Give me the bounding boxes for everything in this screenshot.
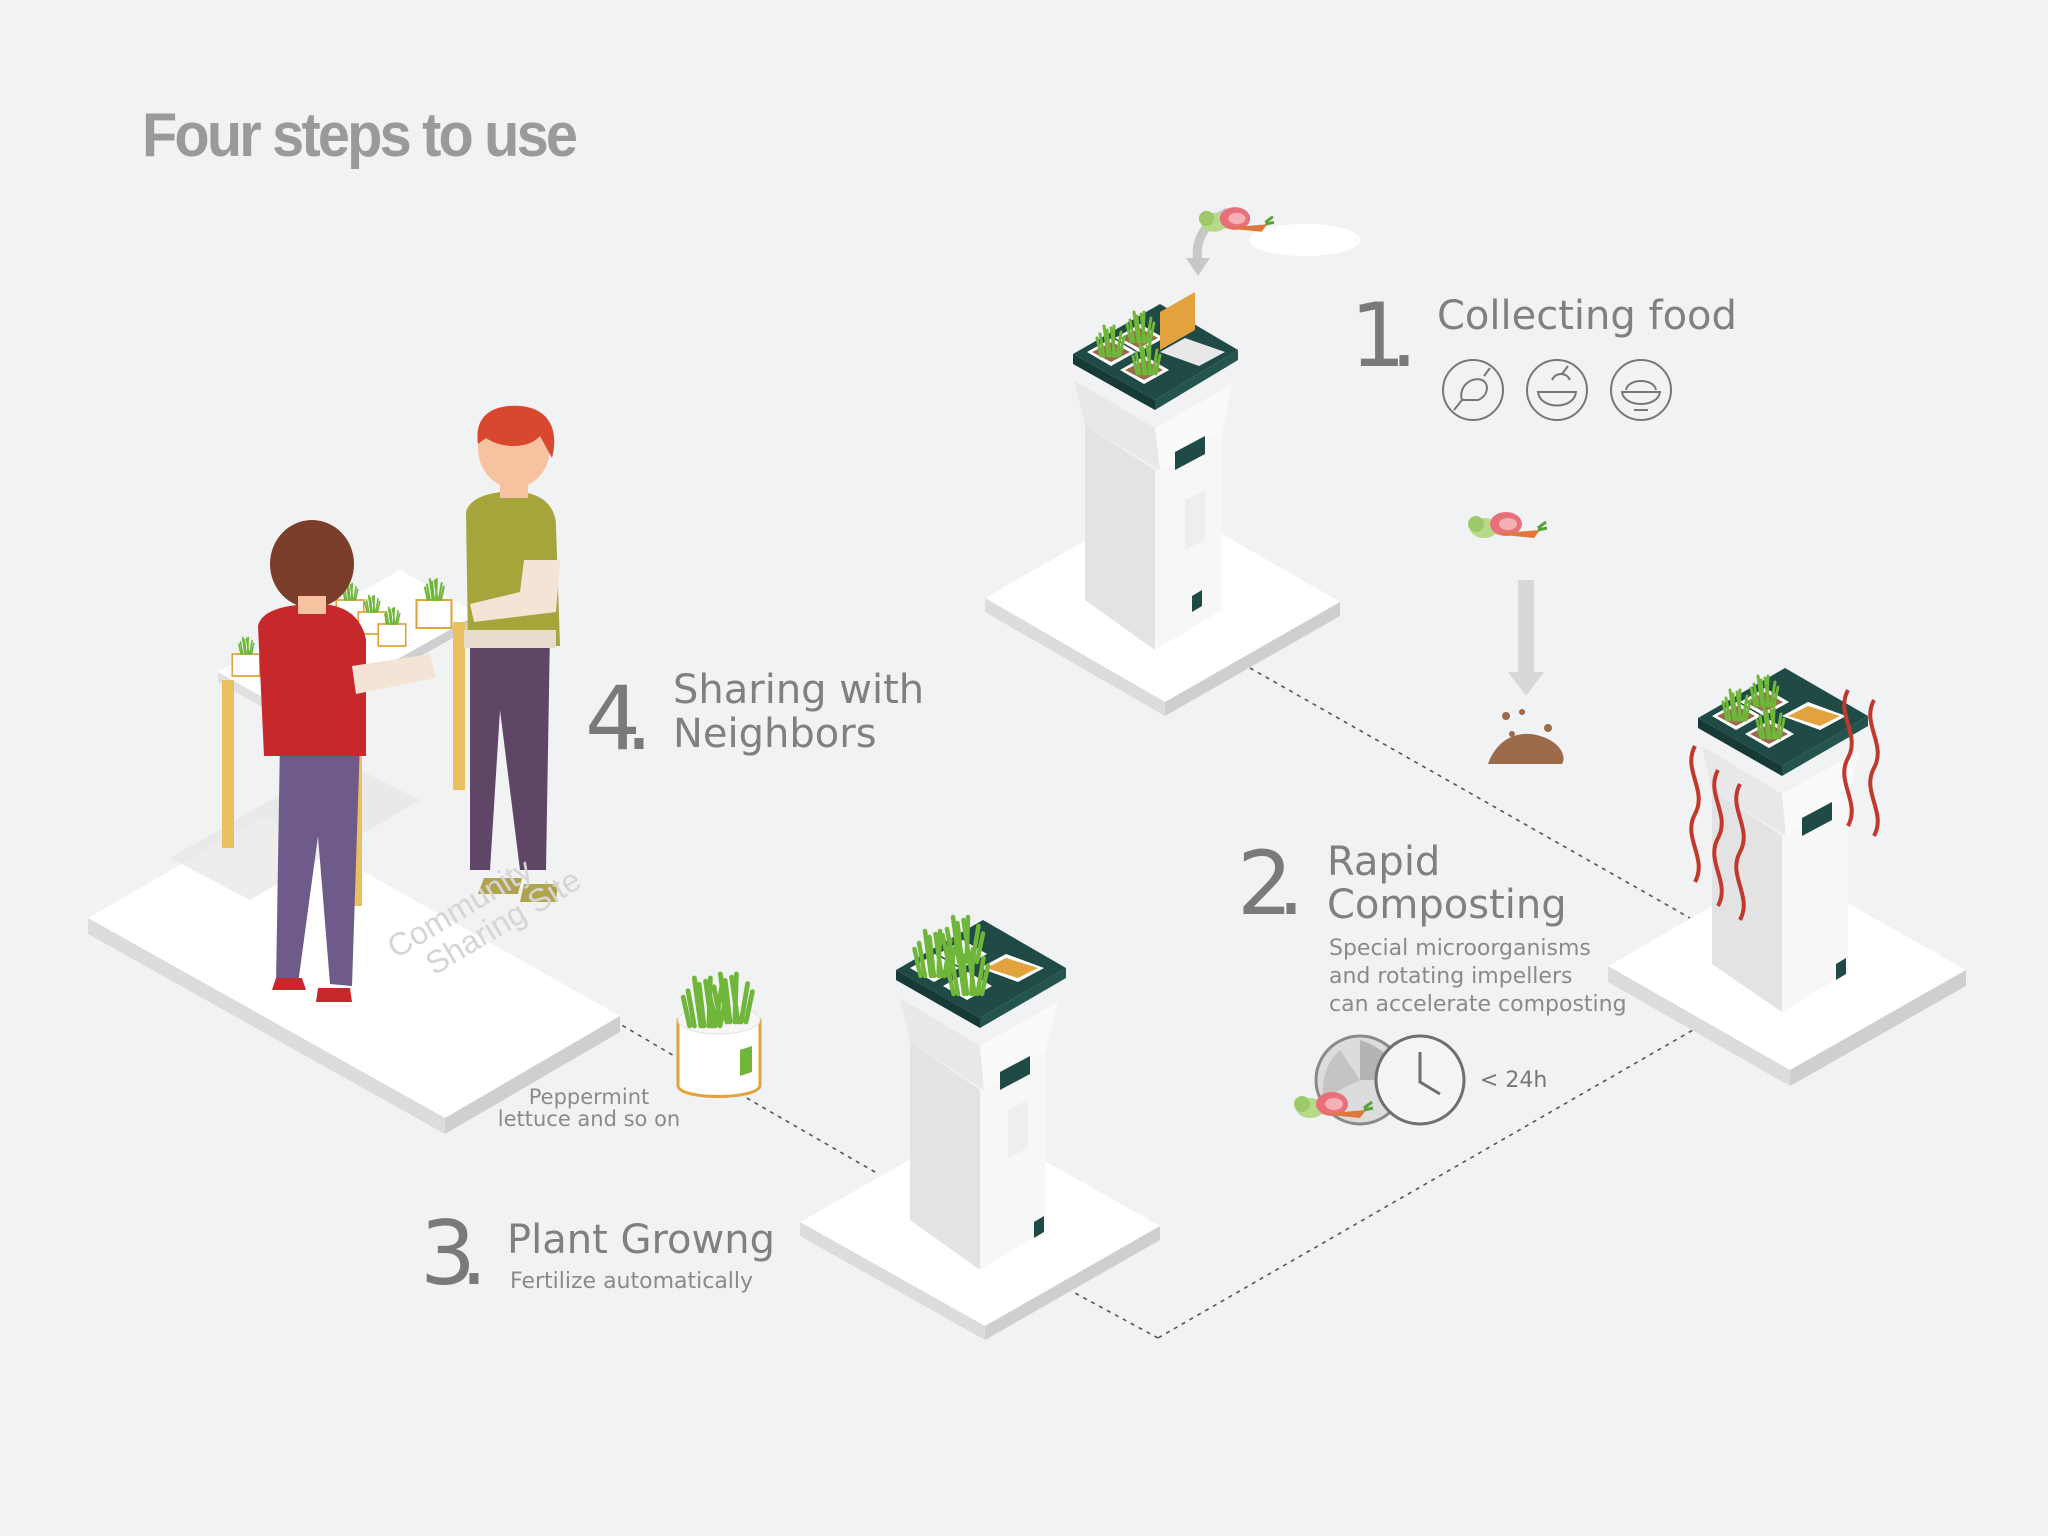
step3-number: 3 xyxy=(420,1202,476,1305)
step2-description-line2: and rotating impellers xyxy=(1329,964,1573,989)
step3-title: Plant Growng xyxy=(507,1217,775,1263)
step3-subtitle: Fertilize automatically xyxy=(510,1269,754,1294)
plant-examples-line1: Peppermint xyxy=(528,1085,650,1109)
heat-waves xyxy=(1689,689,1880,921)
clock-icon xyxy=(1374,1034,1466,1126)
fish-bowl-icon xyxy=(1526,359,1588,421)
step1-dot: . xyxy=(1390,284,1418,387)
page-title: Four steps to use xyxy=(142,101,578,170)
step2-number: 2 xyxy=(1237,832,1293,935)
plant-examples-line2: lettuce and so on xyxy=(497,1107,681,1131)
chicken-leg-icon xyxy=(1442,359,1504,421)
step2-description-line3: can accelerate composting xyxy=(1329,992,1627,1017)
step1-number: 1 xyxy=(1350,284,1406,387)
step2-title-line2: Composting xyxy=(1327,882,1567,928)
step4-dot: . xyxy=(625,667,653,770)
step2-bin xyxy=(1292,510,1966,1126)
step1-bin xyxy=(985,205,1361,716)
step2-description-line1: Special microorganisms xyxy=(1329,936,1591,961)
rice-bowl-icon xyxy=(1610,359,1672,421)
step4-title-line1: Sharing with xyxy=(673,667,925,713)
step3-bin xyxy=(676,917,1160,1340)
step4-number: 4 xyxy=(585,667,641,770)
step2-title-line1: Rapid xyxy=(1327,839,1441,885)
step3-dot: . xyxy=(460,1202,488,1305)
planter-pot xyxy=(676,974,762,1098)
step2-dot: . xyxy=(1277,832,1305,935)
sharing-scene xyxy=(88,405,620,1134)
food-category-icons xyxy=(1442,359,1672,421)
step1-title: Collecting food xyxy=(1437,293,1737,339)
step4-title-line2: Neighbors xyxy=(673,711,877,757)
composting-time-label: < 24h xyxy=(1480,1068,1548,1093)
